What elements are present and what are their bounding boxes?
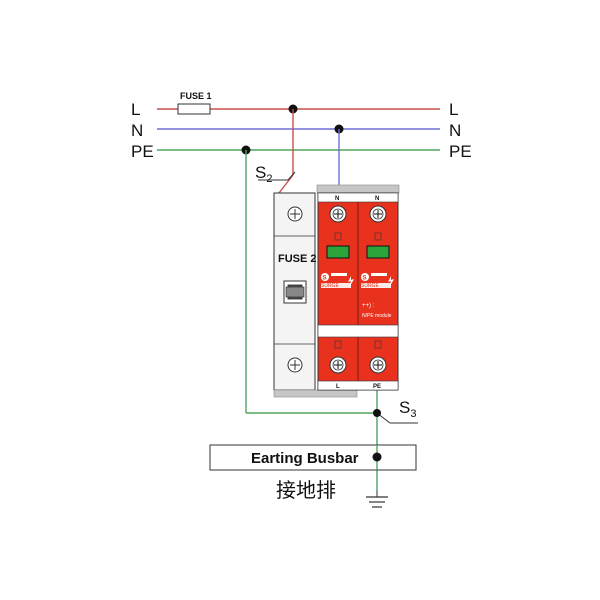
spd-top-terminal-2: N bbox=[375, 196, 379, 202]
screw-icon bbox=[329, 205, 347, 223]
din-rail-bottom bbox=[273, 389, 358, 398]
busbar-label: Earting Busbar bbox=[251, 450, 359, 467]
fuse-2-label: FUSE 2 bbox=[278, 253, 317, 265]
status-window-green bbox=[326, 245, 350, 259]
spd-marker bbox=[374, 340, 382, 349]
earthing-busbar bbox=[209, 444, 417, 471]
label-n-right: N bbox=[449, 121, 461, 140]
spd-top-label-strip bbox=[317, 192, 399, 203]
brand-logo-icon: S bbox=[321, 273, 351, 288]
junction-s3 bbox=[373, 409, 381, 417]
fuse-cartridge bbox=[283, 280, 307, 304]
busbar-cn-label: 接地排 bbox=[276, 478, 336, 502]
din-rail-top bbox=[316, 184, 400, 194]
label-l-right: L bbox=[449, 100, 458, 119]
spd-mid-band bbox=[317, 324, 399, 338]
spd-bottom-terminal-1: L bbox=[336, 384, 340, 390]
lightning-icon bbox=[388, 276, 394, 288]
label-pe-left: PE bbox=[131, 142, 154, 161]
spd-marker bbox=[334, 340, 342, 349]
s3-label: S3 bbox=[399, 398, 416, 420]
brand-text: SURGE bbox=[361, 283, 379, 289]
brand-logo-icon: S bbox=[361, 273, 391, 288]
ground-icon bbox=[366, 490, 388, 508]
module-text: N/PE module bbox=[362, 313, 392, 319]
fuse-1 bbox=[177, 103, 211, 115]
s2-label: S2 bbox=[255, 163, 272, 185]
screw-icon bbox=[369, 356, 387, 374]
spd-bottom-terminal-2: PE bbox=[373, 384, 381, 390]
screw-icon bbox=[287, 357, 303, 373]
label-l-left: L bbox=[131, 100, 140, 119]
status-window-green bbox=[366, 245, 390, 259]
screw-icon bbox=[329, 356, 347, 374]
junction-busbar bbox=[372, 452, 382, 462]
spd-marker bbox=[374, 232, 382, 241]
spd-marker bbox=[334, 232, 342, 241]
brand-text: SURGE bbox=[321, 283, 339, 289]
label-n-left: N bbox=[131, 121, 143, 140]
label-pe-right: PE bbox=[449, 142, 472, 161]
svg-text:S: S bbox=[323, 276, 327, 282]
spd-bottom-label-strip bbox=[317, 380, 399, 391]
fuse-1-label: FUSE 1 bbox=[180, 91, 212, 101]
lightning-icon bbox=[348, 276, 354, 288]
spd-top-terminal-1: N bbox=[335, 196, 339, 202]
screw-icon bbox=[369, 205, 387, 223]
screw-icon bbox=[287, 206, 303, 222]
module-symbol: ++) : bbox=[362, 303, 375, 309]
svg-text:S: S bbox=[363, 276, 367, 282]
s2-leader-diag bbox=[287, 171, 296, 181]
drop-l-diag bbox=[278, 174, 294, 194]
